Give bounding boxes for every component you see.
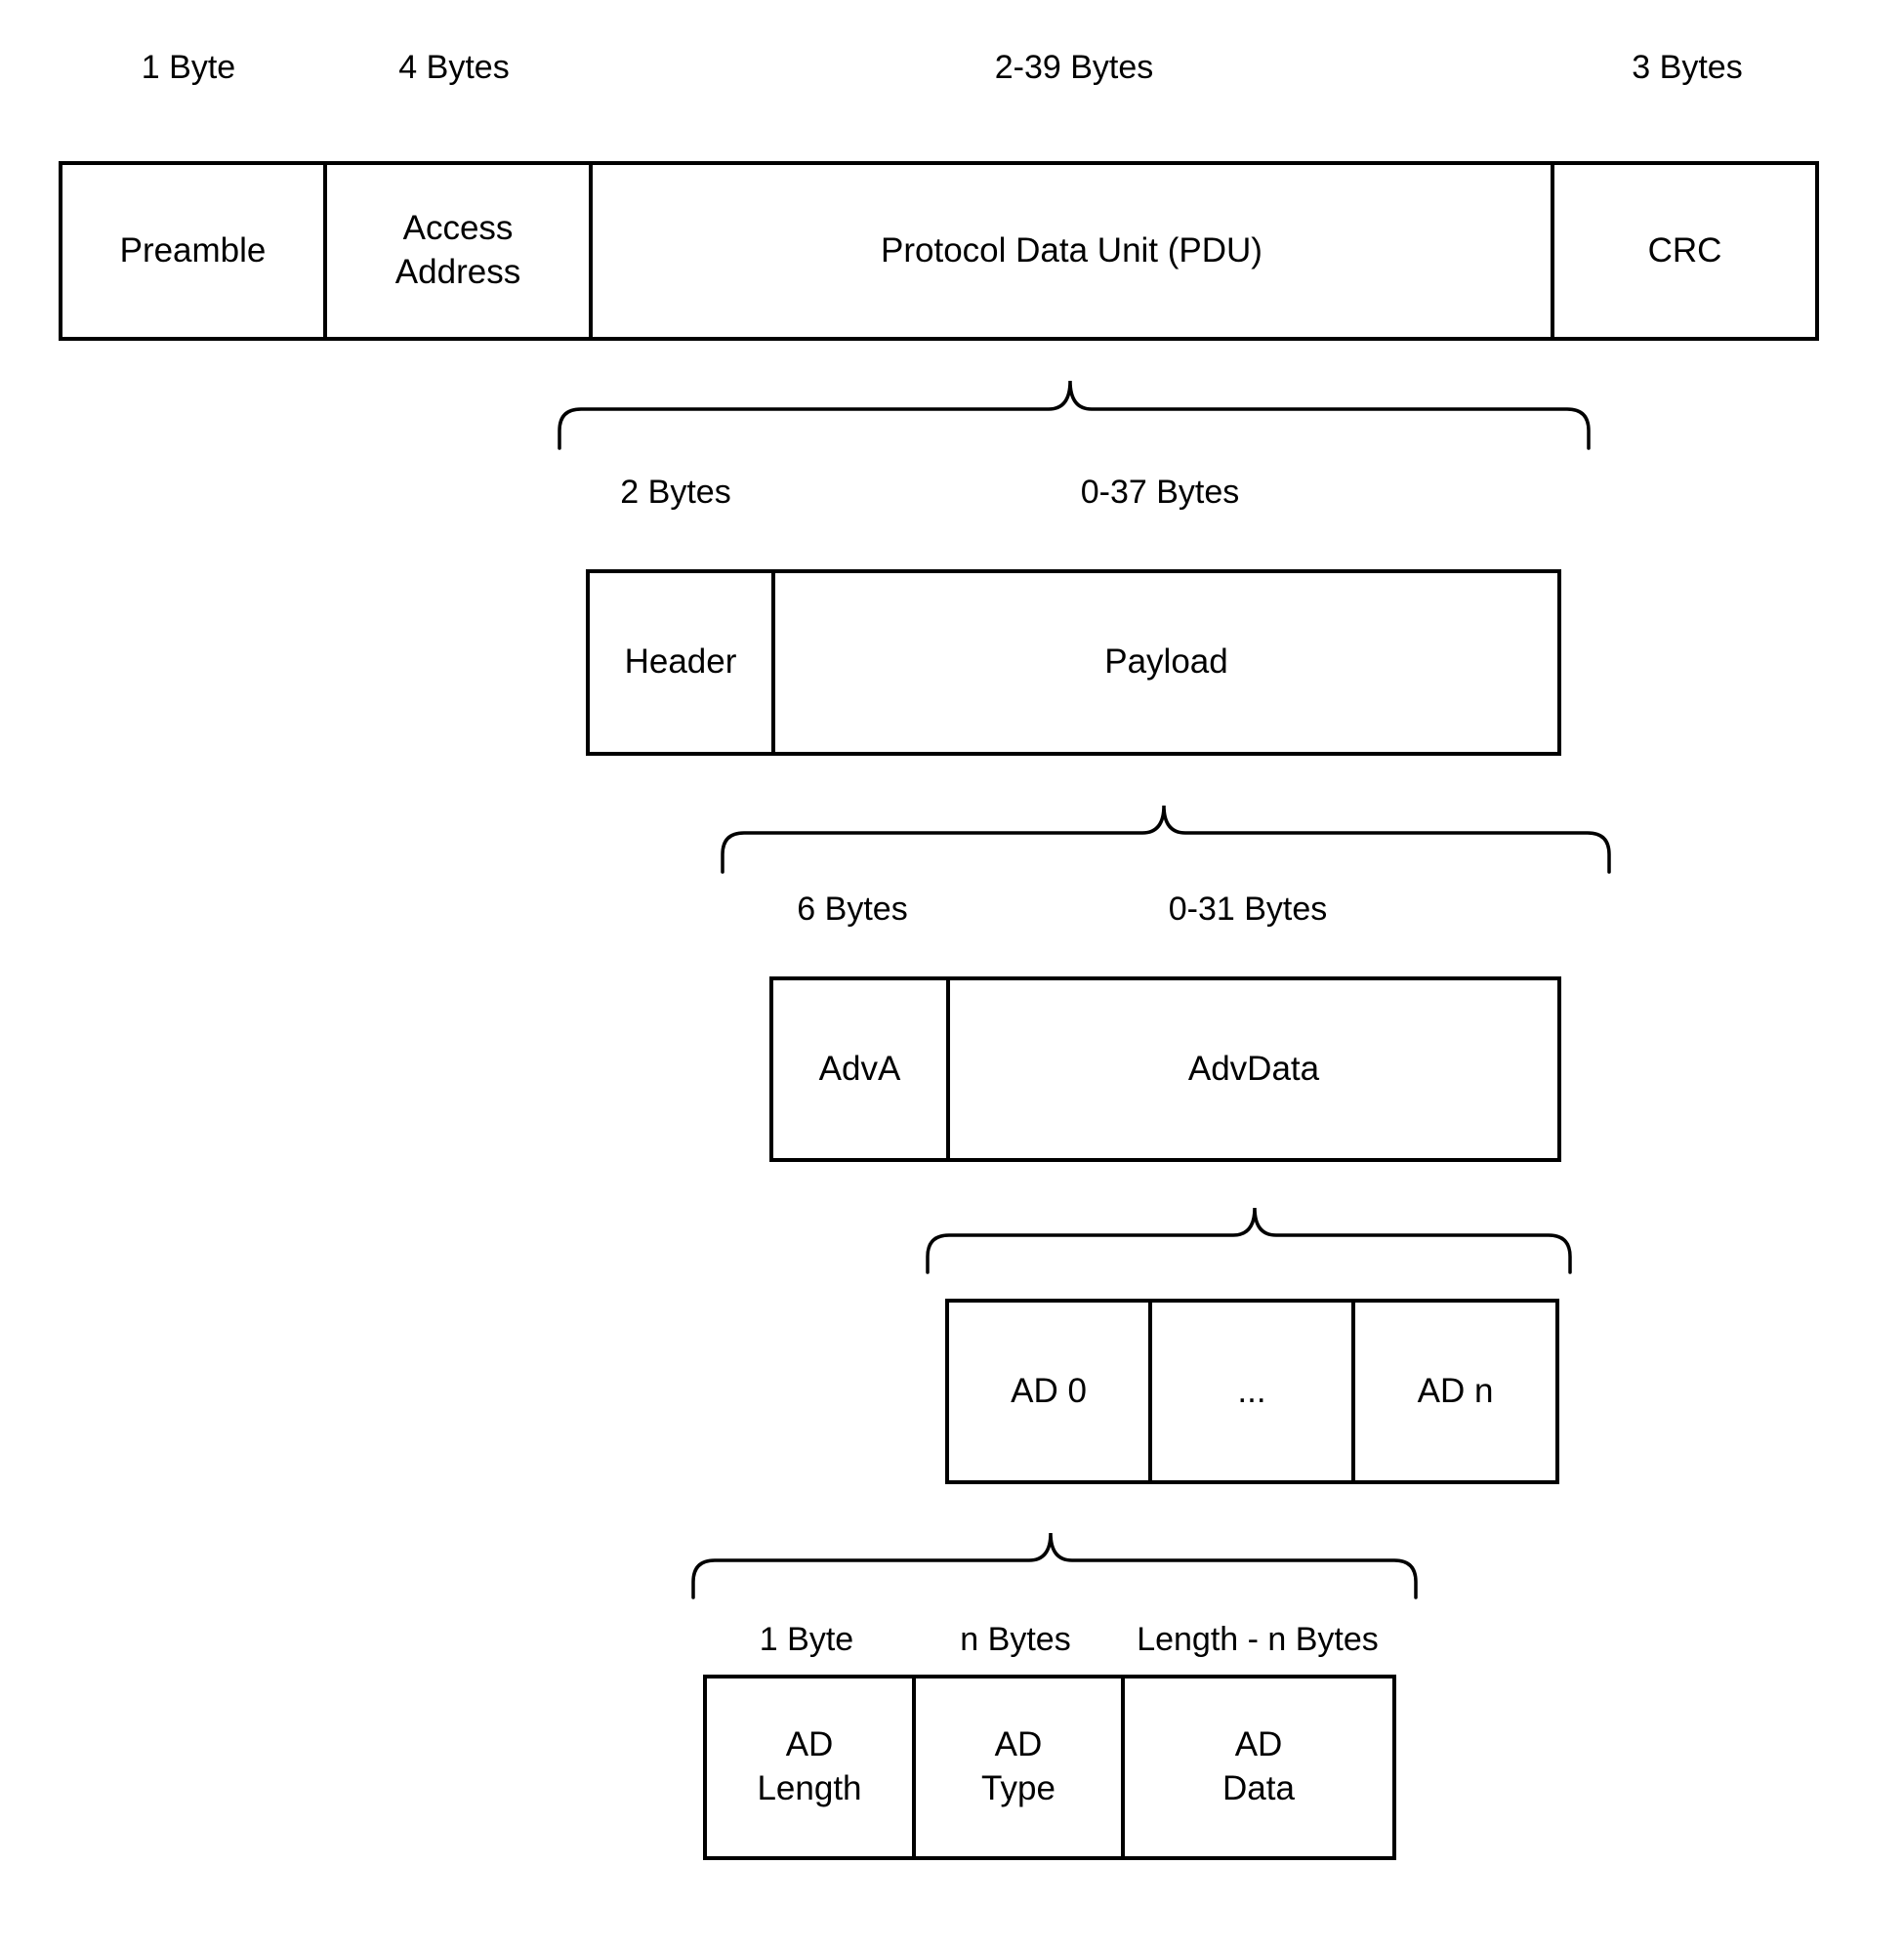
row-ad-structure bbox=[703, 1675, 1396, 1860]
row-link-layer-packet bbox=[59, 161, 1819, 341]
row-outline-ad-structure bbox=[703, 1675, 1396, 1860]
brace-pdu bbox=[558, 380, 1591, 450]
brace-payload bbox=[721, 805, 1611, 874]
size-label-link-layer-packet-0: 1 Byte bbox=[141, 49, 236, 86]
size-label-payload-breakdown-1: 0-31 Bytes bbox=[1168, 891, 1328, 928]
size-label-ad-structure-1: n Bytes bbox=[960, 1621, 1071, 1658]
size-label-ad-structure-2: Length - n Bytes bbox=[1137, 1621, 1379, 1658]
size-label-ad-structure-0: 1 Byte bbox=[759, 1621, 854, 1658]
row-outline-link-layer-packet bbox=[59, 161, 1819, 341]
row-payload-breakdown bbox=[769, 976, 1561, 1162]
size-label-link-layer-packet-2: 2-39 Bytes bbox=[994, 49, 1154, 86]
size-label-payload-breakdown-0: 6 Bytes bbox=[797, 891, 908, 928]
size-label-link-layer-packet-3: 3 Bytes bbox=[1632, 49, 1743, 86]
brace-ad bbox=[691, 1532, 1418, 1599]
size-label-link-layer-packet-1: 4 Bytes bbox=[398, 49, 510, 86]
row-pdu-breakdown bbox=[586, 569, 1561, 756]
row-outline-advdata-breakdown bbox=[945, 1299, 1559, 1484]
row-advdata-breakdown bbox=[945, 1299, 1559, 1484]
row-outline-payload-breakdown bbox=[769, 976, 1561, 1162]
brace-advdata bbox=[926, 1207, 1572, 1274]
size-label-pdu-breakdown-1: 0-37 Bytes bbox=[1080, 474, 1240, 511]
row-outline-pdu-breakdown bbox=[586, 569, 1561, 756]
size-label-pdu-breakdown-0: 2 Bytes bbox=[620, 474, 731, 511]
